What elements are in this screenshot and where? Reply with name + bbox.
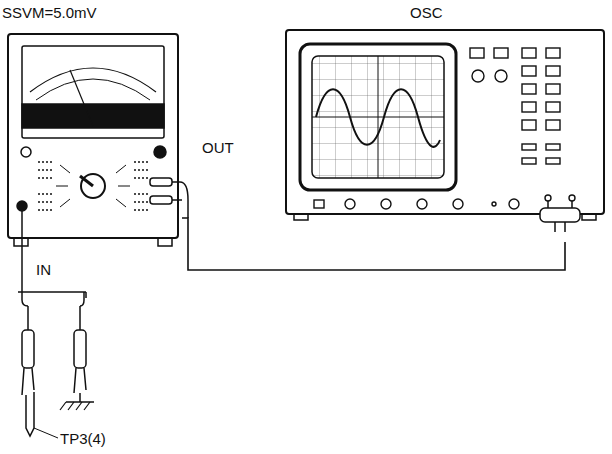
jack-label: OUT	[200, 140, 236, 157]
signal-cable	[182, 218, 565, 270]
device-heading: SSVM=5.0mV	[2, 5, 97, 22]
oscilloscope: OSC	[286, 4, 604, 214]
voltmeter: SSVM=5.0mV	[2, 4, 182, 240]
device-heading: OSC	[410, 5, 443, 22]
test-point-label: TP3(4)	[58, 431, 108, 448]
meter-body	[8, 34, 178, 246]
output-lead	[172, 182, 188, 218]
jack-label: IN	[34, 262, 53, 279]
oscilloscope-body	[286, 30, 604, 232]
input-probe	[18, 211, 94, 438]
